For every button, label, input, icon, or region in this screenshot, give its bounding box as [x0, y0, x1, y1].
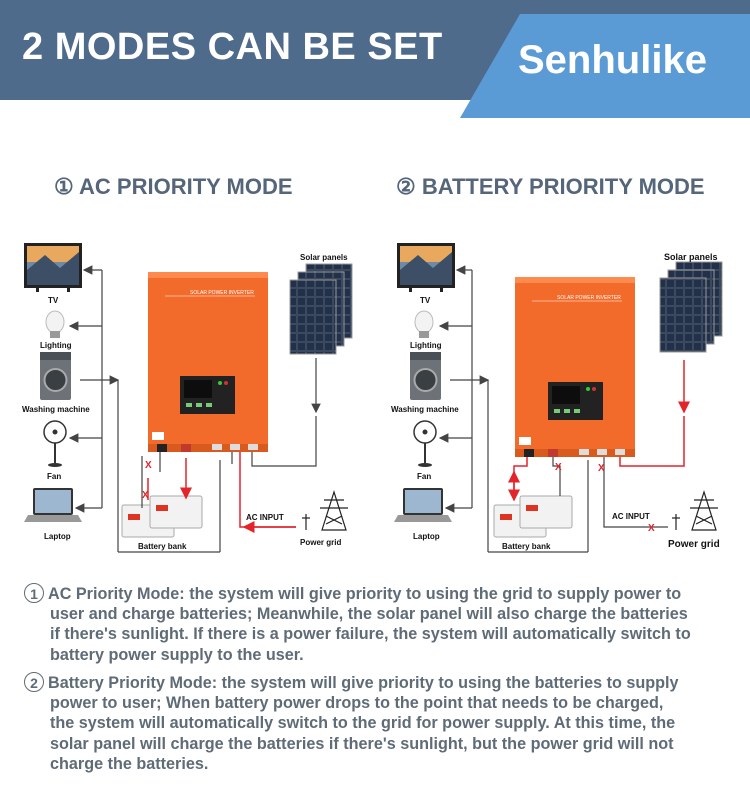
desc-2-line-4: solar panel will charge the batteries if…	[50, 734, 674, 753]
x-mark-2c: X	[648, 523, 655, 534]
load-lighting-label: Lighting	[40, 341, 72, 350]
lightbulb-icon-2	[414, 310, 434, 338]
load-bus-lines-2	[438, 265, 589, 553]
load-washing-machine-label: Washing machine	[22, 405, 90, 414]
battery-bank-2	[493, 495, 573, 538]
battery-lines-1	[141, 452, 192, 508]
solar-panels-1	[289, 263, 353, 355]
mode-1-title: ① AC PRIORITY MODE	[54, 174, 293, 199]
load-laptop-label: Laptop	[44, 532, 71, 541]
diagram-battery-priority: TV Lighting Washing machine Fan Laptop	[391, 243, 723, 553]
desc-1-line-4: battery power supply to the user.	[50, 645, 304, 664]
header-background	[0, 0, 750, 118]
load-bus-lines	[68, 265, 221, 553]
x-mark-2b: X	[598, 463, 605, 474]
inverter-2: SOLAR POWER INVERTER	[515, 277, 635, 457]
ac-input-line-1	[239, 452, 296, 533]
battery-label-2: Battery bank	[502, 542, 551, 551]
inverter-2-label: SOLAR POWER INVERTER	[557, 295, 621, 301]
x-mark-2a: X	[555, 462, 562, 473]
washing-machine-icon-2	[410, 352, 441, 400]
header-banner: 2 MODES CAN BE SET Senhulike	[0, 0, 750, 118]
solar-label-1: Solar panels	[300, 253, 348, 262]
solar-panels-2	[659, 261, 723, 353]
ac-input-label-2: AC INPUT	[612, 512, 650, 521]
load-tv-label: TV	[48, 296, 59, 305]
fan-icon-2	[413, 420, 437, 467]
battery-label-1: Battery bank	[138, 542, 187, 551]
battery-bank-1	[121, 495, 203, 538]
page-title: 2 MODES CAN BE SET	[22, 26, 443, 68]
load-fan-label-2: Fan	[417, 472, 431, 481]
grid-label-1: Power grid	[300, 538, 341, 547]
header-brand-band	[460, 14, 750, 118]
brand-name: Senhulike	[518, 38, 707, 82]
washing-machine-icon	[40, 352, 71, 400]
ac-input-label-1: AC INPUT	[246, 513, 284, 522]
solar-label-2: Solar panels	[664, 252, 718, 262]
diagram-ac-priority: TV Lighting Washing machine Fan Laptop	[22, 243, 353, 553]
laptop-icon	[24, 488, 82, 522]
desc-1-number: 1	[24, 583, 44, 603]
desc-1-line-3: if there's sunlight. If there is a power…	[50, 625, 691, 644]
x-mark-1a: X	[145, 460, 152, 471]
desc-1-line-2: user and charge batteries; Meanwhile, th…	[50, 605, 688, 624]
lightbulb-icon	[45, 310, 65, 338]
solar-line-1	[231, 358, 321, 467]
fan-icon	[43, 420, 67, 467]
laptop-icon-2	[394, 488, 452, 522]
tv-icon-2	[397, 243, 455, 292]
grid-label-2: Power grid	[668, 539, 720, 550]
power-tower-icon-2	[672, 490, 718, 531]
battery-lines-2	[508, 457, 561, 502]
load-laptop-label-2: Laptop	[413, 532, 440, 541]
power-tower-icon-1	[302, 490, 348, 531]
desc-2-number: 2	[24, 672, 44, 692]
load-lighting-label-2: Lighting	[410, 341, 442, 350]
x-mark-1b: X	[142, 490, 149, 501]
ac-input-line-2	[603, 457, 668, 528]
solar-line-2	[619, 360, 690, 467]
load-washing-machine-label-2: Washing machine	[391, 405, 459, 414]
mode-2-title: ② BATTERY PRIORITY MODE	[396, 174, 705, 199]
desc-2-line-5: charge the batteries.	[50, 754, 209, 773]
inverter-1: SOLAR POWER INVERTER	[148, 272, 268, 452]
inverter-1-label: SOLAR POWER INVERTER	[190, 290, 254, 296]
load-fan-label: Fan	[47, 472, 61, 481]
desc-2-line-2: power to user; When battery power drops …	[50, 694, 664, 713]
load-tv-label-2: TV	[420, 296, 431, 305]
tv-icon	[24, 243, 82, 292]
desc-2-line-3: the system will automatically switch to …	[50, 714, 676, 733]
